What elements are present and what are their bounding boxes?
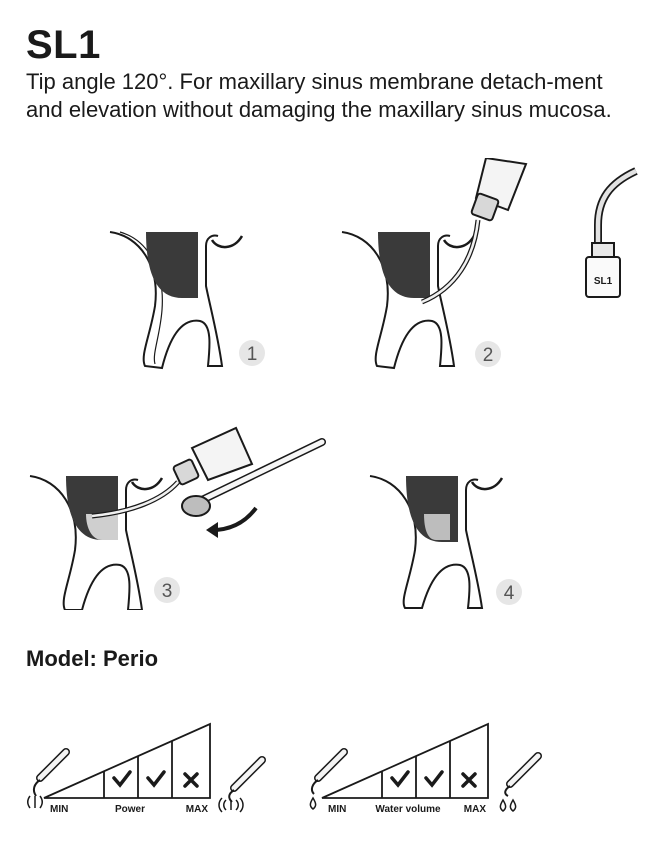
bone-outline [369, 475, 484, 609]
water-max-label: MAX [464, 804, 487, 815]
step-4-illustration: 4 [369, 475, 522, 609]
water-volume-ramp [321, 722, 489, 799]
bone-outline-inner [119, 231, 163, 365]
water-volume-setting: MIN Water volume MAX [309, 722, 542, 815]
step-3-badge [154, 577, 180, 603]
handpiece-min-icon [32, 748, 70, 797]
tip-label: SL1 [594, 276, 613, 287]
water-drop-icon [499, 798, 517, 812]
sinus-wall [470, 477, 504, 491]
bone-outline [109, 231, 224, 370]
water-min-label: MIN [328, 804, 346, 815]
sinus-wall [210, 235, 244, 249]
bone-graft [424, 514, 450, 540]
product-description: Tip angle 120°. For maxillary sinus memb… [26, 69, 612, 122]
sl1-tip-icon: SL1 [585, 167, 638, 298]
step-3-illustration: 3 [29, 426, 326, 610]
cross-icon [461, 772, 477, 788]
bone-graft-spoon-icon [181, 438, 326, 517]
step-1-badge [239, 340, 265, 366]
check-icon [146, 770, 166, 788]
step-2-illustration: 2 [341, 158, 528, 370]
vibration-icon [27, 795, 43, 809]
check-icon [112, 770, 132, 788]
step-number-2: 2 [483, 345, 494, 366]
step-1-illustration: 1 [109, 231, 265, 370]
power-max-label: MAX [186, 804, 209, 815]
power-name-label: Power [115, 804, 145, 815]
step-4-badge [496, 579, 522, 605]
sinus-cavity [146, 232, 198, 298]
model-label: Model: Perio [26, 646, 159, 671]
bone-outline [29, 475, 144, 610]
vibration-icon [218, 797, 244, 813]
check-icon [390, 770, 410, 788]
sinus-cavity [378, 232, 430, 298]
sinus-wall [130, 477, 164, 491]
handpiece-icon [421, 158, 528, 305]
handpiece-max-icon [228, 756, 266, 803]
step-number-1: 1 [247, 344, 258, 365]
water-drop-icon [309, 796, 317, 810]
power-min-label: MIN [50, 804, 68, 815]
check-icon [424, 770, 444, 788]
handpiece-max-icon [504, 752, 542, 797]
power-setting: MIN Power MAX [27, 722, 266, 815]
handpiece-icon [91, 426, 254, 519]
elevated-membrane [86, 514, 118, 540]
power-ramp [43, 722, 211, 799]
step-number-3: 3 [162, 581, 173, 602]
step-number-4: 4 [504, 583, 515, 604]
bone-outline [341, 231, 456, 370]
handpiece-min-icon [310, 748, 348, 795]
step-2-badge [475, 341, 501, 367]
product-title: SL1 [26, 23, 101, 67]
insert-arrow-icon [211, 506, 258, 532]
cross-icon [183, 772, 199, 788]
sinus-wall [442, 235, 476, 249]
water-name-label: Water volume [375, 804, 441, 815]
